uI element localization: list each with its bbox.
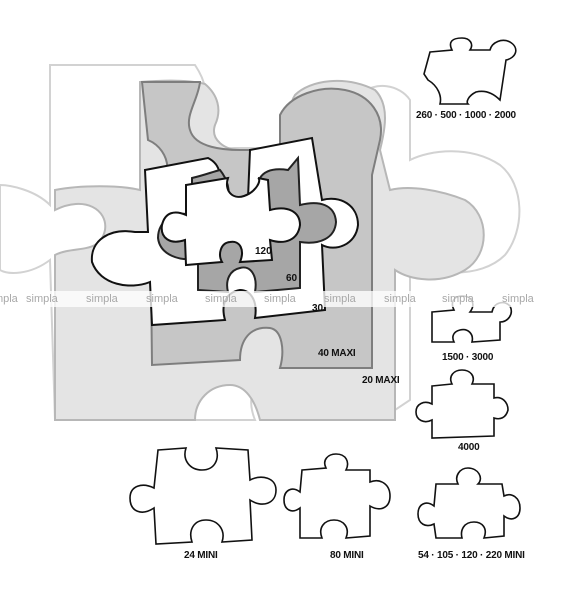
watermark-word: simpla bbox=[324, 293, 356, 305]
watermark-word: simpla bbox=[384, 293, 416, 305]
watermark-word: simpla bbox=[442, 293, 474, 305]
label-120: 120 bbox=[255, 246, 272, 257]
piece-outline-top-right bbox=[423, 37, 517, 105]
puzzle-piece-30 bbox=[160, 176, 302, 267]
label-60: 60 bbox=[286, 273, 298, 284]
watermark-word: simpla bbox=[205, 293, 237, 305]
watermark-word: simpla bbox=[26, 293, 58, 305]
label-20-maxi: 20 MAXI bbox=[362, 375, 400, 386]
label-bottom-2-sizes: 80 MINI bbox=[330, 550, 364, 561]
label-right-1-sizes: 1500 · 3000 bbox=[442, 352, 494, 363]
watermark-word: simpla bbox=[0, 293, 18, 305]
label-bottom-1-sizes: 24 MINI bbox=[184, 550, 218, 561]
label-right-2-sizes: 4000 bbox=[458, 442, 480, 453]
watermark-word: simpla bbox=[502, 293, 534, 305]
piece-outline-bottom-3 bbox=[417, 467, 521, 539]
piece-outline-bottom-1 bbox=[129, 447, 277, 545]
label-40-maxi: 40 MAXI bbox=[318, 348, 356, 359]
label-bottom-3-sizes: 54 · 105 · 120 · 220 MINI bbox=[418, 550, 525, 561]
label-30: 30 bbox=[312, 303, 324, 314]
watermark-word: simpla bbox=[86, 293, 118, 305]
watermark-band: simpla simpla simpla simpla simpla simpl… bbox=[0, 291, 566, 307]
piece-outline-right-2 bbox=[415, 369, 509, 439]
piece-outline-bottom-2 bbox=[283, 453, 391, 539]
label-top-right-sizes: 260 · 500 · 1000 · 2000 bbox=[416, 110, 516, 121]
watermark-word: simpla bbox=[264, 293, 296, 305]
watermark-word: simpla bbox=[146, 293, 178, 305]
